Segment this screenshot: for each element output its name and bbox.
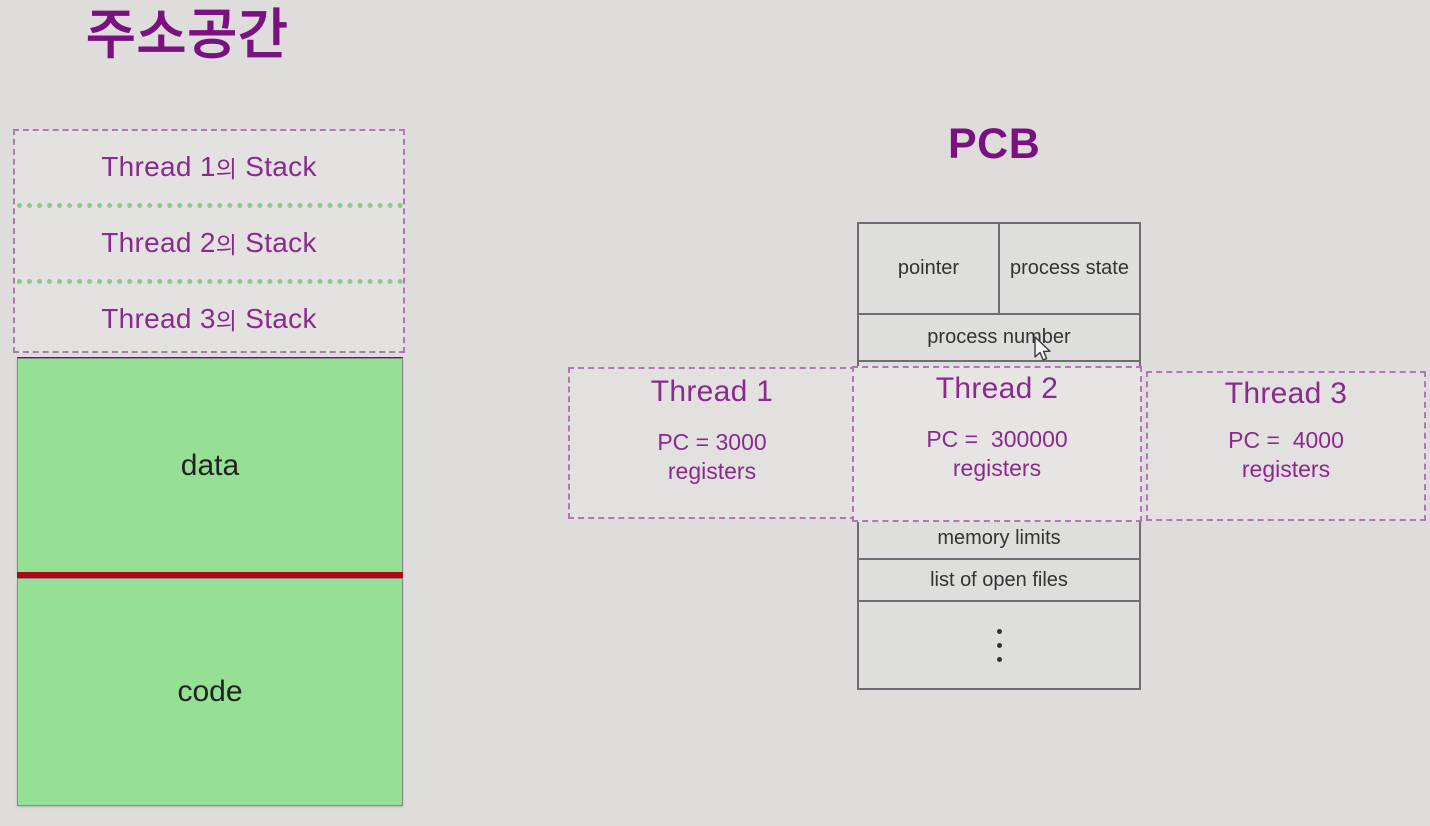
stack-row-3-particle: 의 — [215, 308, 238, 334]
pcb-row-process-number: process number — [859, 315, 1139, 362]
thread-box-2: Thread 2 PC = 300000 registers — [852, 366, 1142, 522]
memory-segment-code-label: code — [177, 675, 243, 708]
stack-row-3-prefix: Thread 3 — [101, 303, 216, 334]
thread-box-2-pc: PC = 300000 — [926, 426, 1068, 452]
stack-row-1-prefix: Thread 1 — [101, 151, 216, 182]
stack-divider-2 — [17, 279, 403, 289]
pcb-row-ellipsis — [859, 602, 1139, 688]
stack-row-1-suffix: Stack — [245, 151, 317, 182]
thread-box-3-registers: registers — [1241, 456, 1331, 482]
memory-segment-code: code — [17, 578, 403, 806]
pcb-title: PCB — [948, 120, 1041, 168]
ellipsis-dot-1 — [996, 628, 1002, 634]
pcb-cell-memory-limits: memory limits — [937, 526, 1061, 549]
pcb-row-open-files: list of open files — [859, 560, 1139, 602]
stack-row-2-particle: 의 — [215, 232, 238, 258]
thread-box-3-title: Thread 3 — [1224, 377, 1348, 410]
pcb-cell-pointer: pointer — [859, 224, 1000, 313]
thread-box-1-registers: registers — [667, 458, 757, 484]
thread-box-2-registers: registers — [952, 455, 1042, 481]
ellipsis-dot-2 — [996, 642, 1002, 648]
ellipsis-dot-3 — [996, 656, 1002, 662]
memory-segment-data-label: data — [180, 449, 240, 482]
thread-box-1-title: Thread 1 — [650, 375, 774, 408]
page-title-address-space: 주소공간 — [86, 5, 289, 65]
memory-segment-data: data — [17, 358, 403, 574]
stack-row-2-prefix: Thread 2 — [101, 227, 216, 258]
pcb-cell-process-number: process number — [927, 326, 1071, 348]
pcb-row-memory-limits: memory limits — [859, 518, 1139, 560]
pcb-cell-list-of-open-files: list of open files — [930, 568, 1068, 591]
pcb-cell-process-state: process state — [1010, 257, 1129, 279]
pcb-cell-vertical-ellipsis — [859, 602, 1139, 688]
stack-row-3-suffix: Stack — [245, 303, 317, 334]
stack-divider-1 — [17, 203, 403, 213]
thread-box-1-pc: PC = 3000 — [657, 429, 767, 455]
thread-box-1: Thread 1 PC = 3000 registers — [568, 367, 856, 519]
thread-box-2-title: Thread 2 — [935, 372, 1059, 405]
segment-separator-middle — [17, 572, 403, 579]
stack-row-1-particle: 의 — [215, 156, 238, 182]
thread-box-3-pc: PC = 4000 — [1228, 427, 1344, 453]
stack-row-2-suffix: Stack — [245, 227, 317, 258]
pcb-row-pointer-state: pointer process state — [859, 224, 1139, 315]
thread-box-3: Thread 3 PC = 4000 registers — [1146, 371, 1426, 521]
